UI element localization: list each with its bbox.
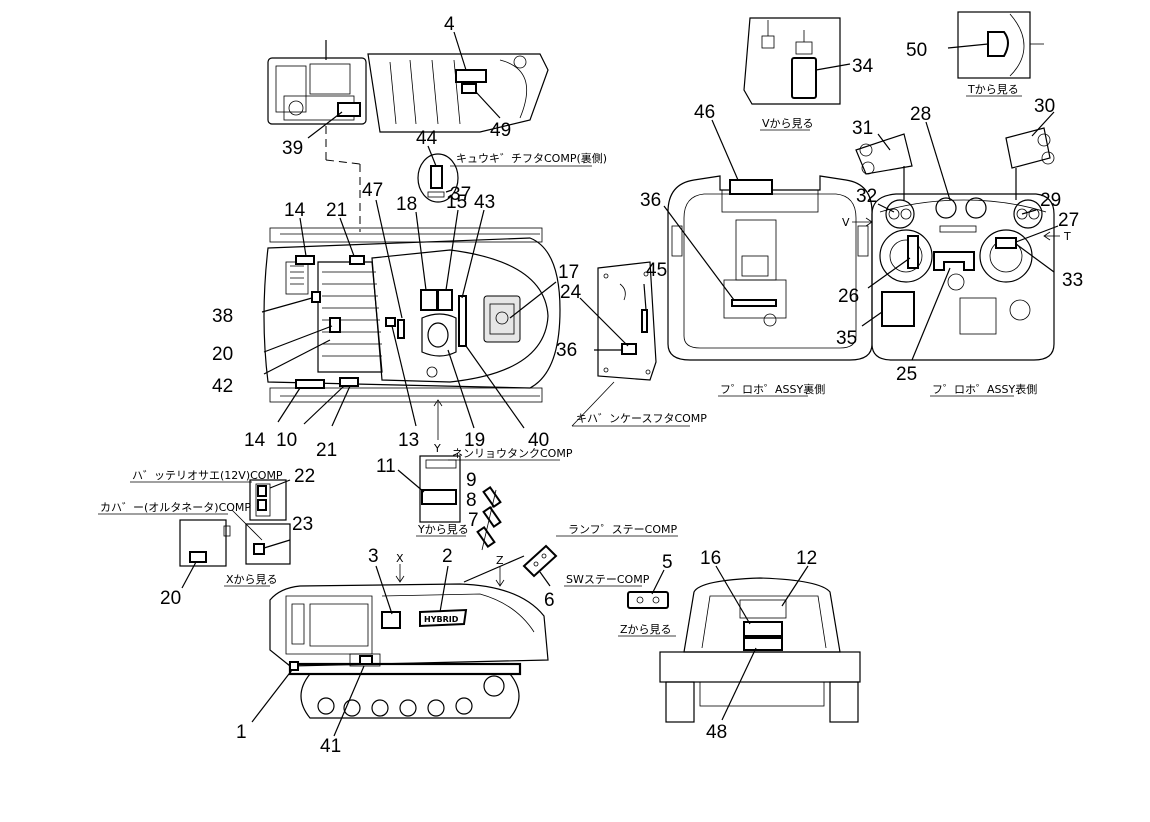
callout-35: 35	[836, 328, 857, 349]
callout-23: 23	[292, 514, 313, 535]
hood-detail-view	[367, 31, 549, 133]
callout-25: 25	[896, 364, 917, 385]
callout-2: 2	[442, 546, 453, 567]
caption-alternator-cover: カハ゛ー(オルタネータ)COMP	[100, 501, 251, 514]
caption-controller-front: フ゜ロホ゜ASSY表側	[932, 382, 1037, 396]
intake-cover-view	[417, 145, 592, 203]
callout-14a: 14	[284, 200, 306, 221]
callout-36b: 36	[556, 340, 577, 361]
callout-27: 27	[1058, 210, 1079, 231]
callout-17: 17	[558, 262, 579, 283]
callout-43: 43	[474, 192, 495, 213]
callout-21b: 21	[316, 440, 337, 461]
callout-18: 18	[396, 194, 417, 215]
callout-6: 6	[544, 590, 555, 611]
callout-1: 1	[236, 722, 247, 743]
callout-14b: 14	[244, 430, 266, 451]
caption-t-view: Tから見る	[967, 83, 1019, 96]
callout-9: 9	[466, 470, 477, 491]
caption-x-view: Xから見る	[226, 573, 278, 586]
callout-48: 48	[706, 722, 727, 743]
marker-y: Y	[433, 442, 441, 455]
controller-front-view	[852, 111, 1060, 397]
callout-37: 37	[450, 184, 471, 205]
callout-30: 30	[1034, 96, 1055, 117]
brand-decal-text: HYBRID	[424, 615, 459, 624]
callout-34: 34	[852, 56, 874, 77]
callout-24: 24	[560, 282, 582, 303]
callout-16: 16	[700, 548, 721, 569]
callout-20b: 20	[160, 588, 181, 609]
marker-t: T	[1063, 230, 1071, 243]
lamp-bracket-parts	[476, 485, 502, 551]
callout-33: 33	[1062, 270, 1083, 291]
callout-5: 5	[662, 552, 673, 573]
callout-47: 47	[362, 180, 383, 201]
callout-numbers: 1 2 3 4 5 6 7 8 9 10 11 12 13 14 14 15 1…	[160, 14, 1083, 757]
switch-stay-view	[564, 569, 676, 637]
battery-holder-view	[130, 479, 291, 587]
machine-top-view	[261, 199, 561, 440]
callout-36a: 36	[640, 190, 661, 211]
board-case-cover-view	[571, 261, 690, 427]
callout-39: 39	[282, 138, 303, 159]
callout-8: 8	[466, 490, 477, 511]
callout-22: 22	[294, 466, 315, 487]
callout-12: 12	[796, 548, 817, 569]
marker-x: X	[396, 552, 404, 565]
controller-back-view	[663, 119, 873, 397]
t-view	[947, 11, 1044, 97]
callout-38: 38	[212, 306, 233, 327]
callout-11: 11	[376, 456, 396, 477]
caption-sw-stay: SWステーCOMP	[566, 573, 650, 586]
machine-side-view	[251, 555, 549, 737]
callout-44: 44	[416, 128, 438, 149]
callout-50: 50	[906, 40, 927, 61]
callout-40: 40	[528, 430, 549, 451]
callout-45: 45	[646, 260, 667, 281]
callout-19: 19	[464, 430, 485, 451]
callout-26: 26	[838, 286, 859, 307]
caption-intake-cover: キュウキ゛チフタCOMP(裏側)	[456, 151, 607, 165]
callout-21a: 21	[326, 200, 347, 221]
callout-7: 7	[468, 510, 479, 531]
callout-3: 3	[368, 546, 379, 567]
callout-28: 28	[910, 104, 931, 125]
callout-32: 32	[856, 186, 877, 207]
callout-49: 49	[490, 120, 511, 141]
callout-31: 31	[852, 118, 873, 139]
callout-10: 10	[276, 430, 297, 451]
engine-detail-view	[267, 40, 367, 232]
callout-42: 42	[212, 376, 233, 397]
alternator-cover-view	[98, 513, 231, 589]
caption-y-view: Yから見る	[417, 523, 469, 536]
callout-46: 46	[694, 102, 715, 123]
view-direction-markers: V T Y X Z	[396, 216, 1071, 567]
caption-v-view: Vから見る	[762, 117, 814, 130]
callout-20a: 20	[212, 344, 233, 365]
machine-rear-view	[659, 565, 861, 723]
fuel-tank-view	[397, 455, 560, 537]
caption-fuel-tank: ネンリョウタンクCOMP	[452, 447, 573, 460]
marker-v: V	[842, 216, 850, 229]
callout-15: 15	[446, 192, 467, 213]
callout-41: 41	[320, 736, 341, 757]
view-captions: Vから見る Tから見る Yから見る Xから見る Zから見る キュウキ゛チフタCO…	[100, 83, 1037, 636]
caption-board-case-cover: キハ゛ンケースフタCOMP	[576, 412, 707, 425]
marker-z: Z	[496, 554, 504, 567]
caption-controller-back: フ゜ロホ゜ASSY裏側	[720, 382, 825, 396]
callout-13: 13	[398, 430, 419, 451]
v-view	[743, 17, 851, 131]
caption-battery-holder: ハ゛ッテリオサエ(12V)COMP	[132, 469, 283, 482]
callout-4: 4	[444, 14, 455, 35]
lamp-stay-view	[522, 535, 678, 587]
caption-lamp-stay: ランフ゜ステーCOMP	[568, 523, 677, 536]
caption-z-view: Zから見る	[620, 623, 672, 636]
callout-29: 29	[1040, 190, 1061, 211]
